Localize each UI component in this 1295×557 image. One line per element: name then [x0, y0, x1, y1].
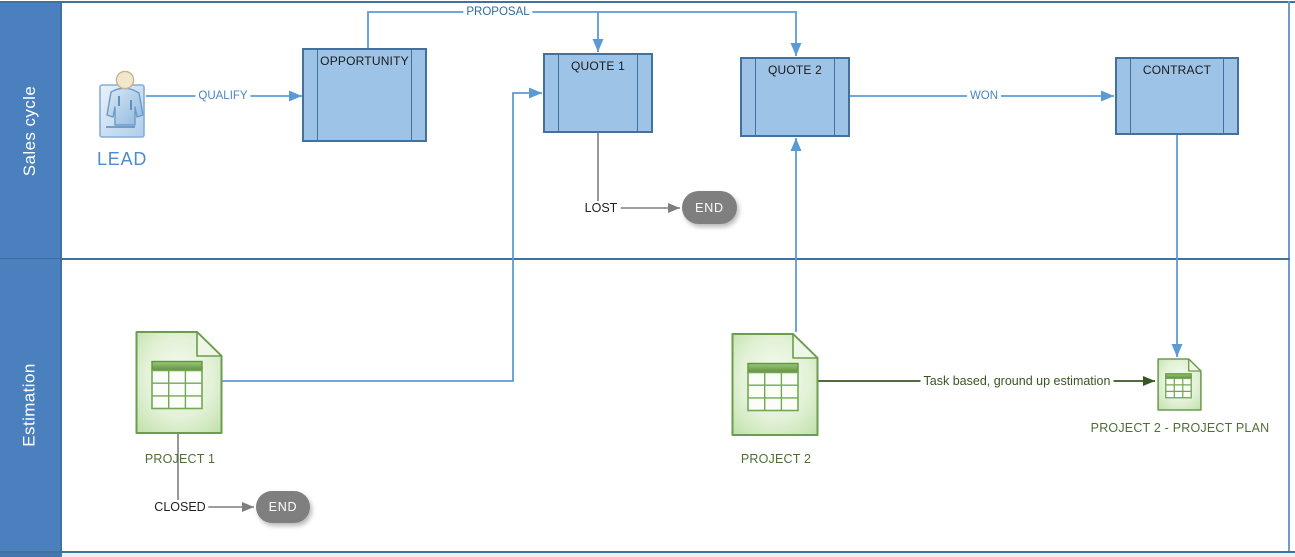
next-lane-header	[0, 553, 62, 557]
end-node-estimation[interactable]: END	[256, 491, 310, 523]
lead-label: LEAD	[97, 149, 148, 169]
project2-node[interactable]	[731, 332, 819, 437]
project-plan-node[interactable]	[1157, 358, 1202, 411]
closed-edge-label: CLOSED	[151, 500, 209, 514]
project-plan-label: PROJECT 2 - PROJECT PLAN	[1090, 421, 1270, 435]
opportunity-box[interactable]: OPPORTUNITY	[302, 48, 427, 142]
lost-edge-label: LOST	[581, 201, 621, 215]
end-estimation-label: END	[268, 500, 298, 514]
quote1-box[interactable]: QUOTE 1	[543, 53, 653, 133]
qualify-edge-label: QUALIFY	[195, 90, 251, 102]
project1-label: PROJECT 1	[144, 452, 216, 466]
spreadsheet-document-icon	[135, 331, 223, 434]
pool-right-border	[1288, 1, 1290, 552]
quote2-box[interactable]: QUOTE 2	[740, 57, 850, 137]
proposal-edge-label: PROPOSAL	[463, 6, 533, 18]
quote2-label: QUOTE 2	[767, 63, 823, 77]
project1-node[interactable]	[135, 330, 223, 435]
lane-header-sales-cycle[interactable]: Sales cycle	[0, 3, 62, 259]
spreadsheet-document-icon	[731, 333, 819, 436]
spreadsheet-document-icon	[1157, 358, 1202, 411]
end-node-sales[interactable]: END	[682, 191, 737, 224]
contract-label: CONTRACT	[1142, 63, 1212, 77]
contract-box[interactable]: CONTRACT	[1115, 57, 1239, 135]
edge-proposal-main	[367, 11, 802, 56]
person-icon	[99, 70, 145, 138]
end-sales-label: END	[695, 200, 724, 215]
quote1-label: QUOTE 1	[570, 59, 626, 73]
project2-label: PROJECT 2	[740, 452, 812, 466]
opportunity-label: OPPORTUNITY	[320, 54, 409, 68]
pool-top-border	[0, 1, 1295, 3]
lane-divider	[62, 258, 1290, 260]
lead-node[interactable]	[94, 68, 154, 142]
lane-bottom-border	[0, 551, 1295, 553]
lane-header-estimation[interactable]: Estimation	[0, 259, 62, 551]
next-lane-area	[62, 553, 1295, 557]
edge-project1-to-quote1	[222, 87, 542, 382]
won-edge-label: WON	[966, 90, 1002, 102]
task-estimation-edge-label: Task based, ground up estimation	[920, 374, 1114, 388]
